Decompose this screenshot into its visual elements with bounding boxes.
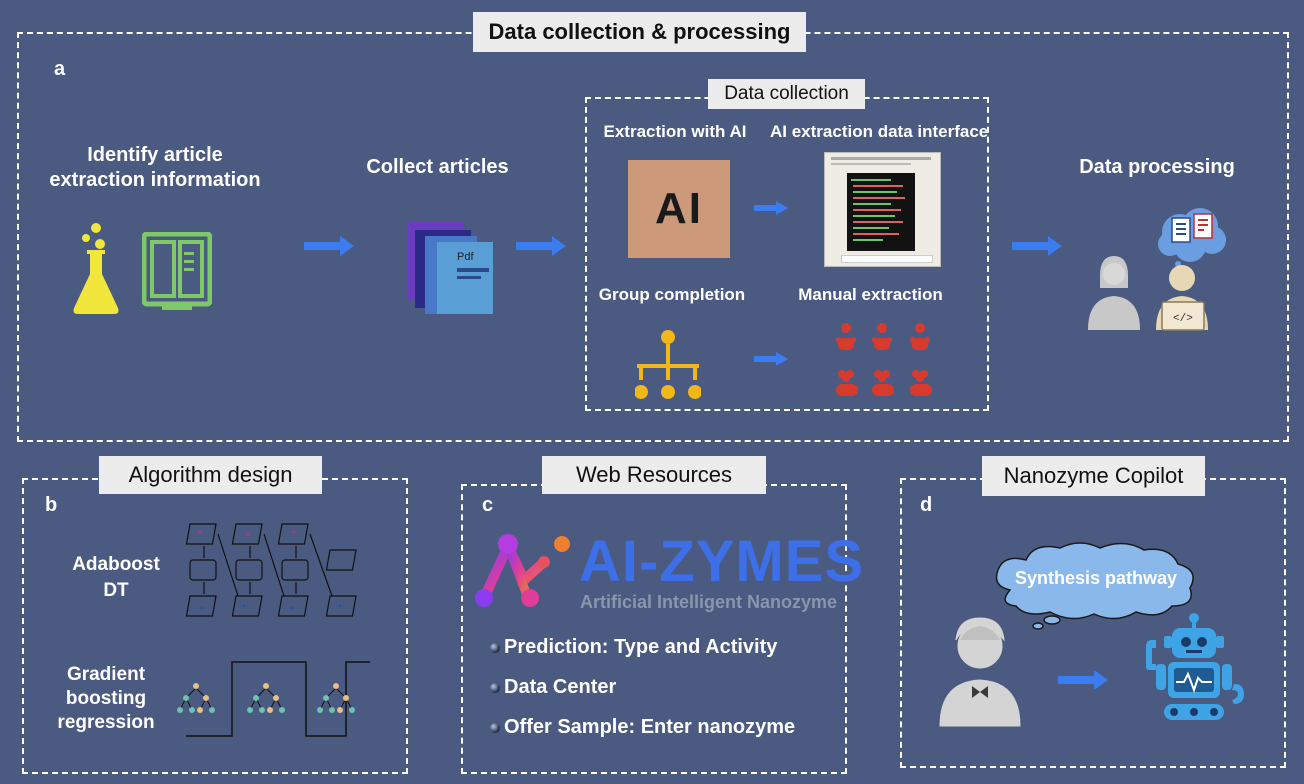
adaboost-label-line1: Adaboost bbox=[72, 554, 160, 575]
documents-stack-icon: Pdf bbox=[407, 222, 493, 314]
identify-label-line2: extraction information bbox=[49, 169, 261, 191]
svg-text:</>: </> bbox=[1173, 313, 1193, 325]
pdf-label: Pdf bbox=[457, 251, 474, 263]
bullet-item-data-center: Data Center bbox=[490, 676, 616, 699]
panel-b-title: Algorithm design bbox=[99, 456, 322, 494]
bullet-dot-icon bbox=[490, 682, 500, 693]
data-processing-people-icon: </> bbox=[1088, 208, 1226, 331]
bullet-item-prediction: Prediction: Type and Activity bbox=[490, 636, 777, 659]
panel-a-letter: a bbox=[54, 58, 66, 80]
adaboost-diagram bbox=[185, 523, 357, 617]
bullet-text: Offer Sample: Enter nanozyme bbox=[504, 716, 796, 738]
ai-logo-icon: AI bbox=[628, 160, 730, 258]
data-processing-label: Data processing bbox=[1079, 156, 1235, 178]
panel-c-title: Web Resources bbox=[542, 456, 766, 494]
panel-d-letter: d bbox=[920, 494, 933, 516]
arrow-group-to-manual bbox=[754, 352, 788, 366]
manual-extraction-people-icon bbox=[836, 323, 932, 396]
ai-interface-thumbnail bbox=[824, 152, 941, 267]
brand-subtitle: Artificial Intelligent Nanozyme bbox=[580, 592, 838, 612]
extraction-ai-label: Extraction with AI bbox=[603, 122, 747, 141]
bullet-text: Data Center bbox=[504, 676, 617, 698]
ai-interface-label: AI extraction data interface bbox=[770, 122, 989, 141]
adaboost-label-line2: DT bbox=[103, 580, 129, 601]
org-chart-icon bbox=[635, 330, 701, 399]
identify-label-line1: Identify article bbox=[87, 144, 223, 166]
ai-zymes-logo-icon bbox=[475, 534, 570, 607]
manual-extraction-label: Manual extraction bbox=[798, 285, 943, 304]
panel-d-title: Nanozyme Copilot bbox=[982, 456, 1205, 496]
gradient-boosting-diagram bbox=[177, 661, 370, 737]
person-icon bbox=[939, 617, 1021, 727]
arrow-ai-to-interface bbox=[754, 201, 788, 215]
robot-icon bbox=[1146, 613, 1244, 720]
synthesis-pathway-label: Synthesis pathway bbox=[1014, 568, 1178, 588]
brand-name: AI-ZYMES bbox=[579, 529, 865, 594]
gb-label-line3: regression bbox=[57, 712, 155, 733]
panel-b-letter: b bbox=[45, 494, 58, 516]
panel-c-letter: c bbox=[482, 494, 494, 516]
ai-logo-text: AI bbox=[655, 184, 703, 233]
panel-a-title: Data collection & processing bbox=[473, 12, 806, 52]
arrow-person-to-robot bbox=[1058, 670, 1108, 690]
book-icon bbox=[142, 232, 212, 310]
data-collection-title: Data collection bbox=[708, 79, 865, 109]
collect-articles-label: Collect articles bbox=[366, 156, 509, 178]
bullet-item-offer-sample: Offer Sample: Enter nanozyme bbox=[490, 716, 795, 739]
arrow-collect-to-datacollection bbox=[516, 236, 566, 256]
bullet-dot-icon bbox=[490, 642, 500, 653]
gb-label-line2: boosting bbox=[65, 688, 147, 709]
group-completion-label: Group completion bbox=[598, 285, 746, 304]
gb-label-line1: Gradient bbox=[66, 664, 146, 685]
flask-icon bbox=[73, 223, 119, 314]
bullet-dot-icon bbox=[490, 722, 500, 733]
bullet-text: Prediction: Type and Activity bbox=[504, 636, 778, 658]
arrow-collection-to-processing bbox=[1012, 236, 1062, 256]
synthesis-cloud-icon bbox=[995, 542, 1194, 630]
arrow-identify-to-collect bbox=[304, 236, 354, 256]
